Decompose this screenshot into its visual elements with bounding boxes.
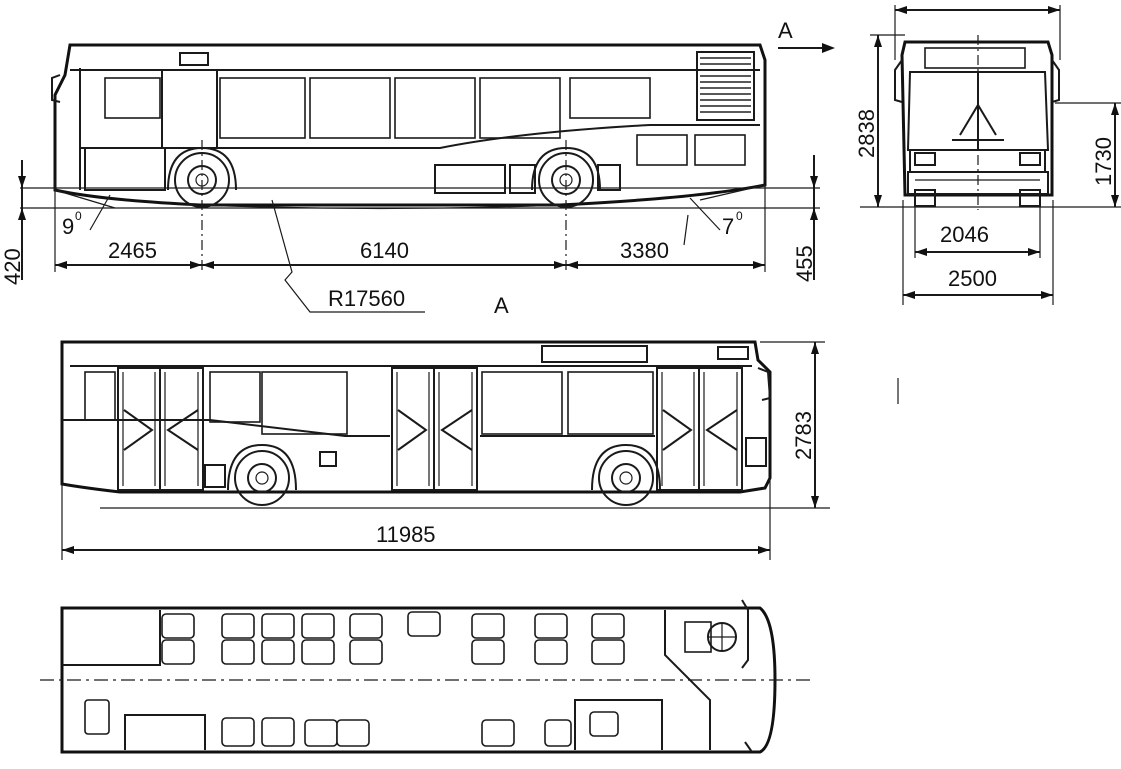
side-view-left [60, 340, 830, 560]
side-left-dims: 2783 11985 [62, 341, 825, 554]
dim-height-side: 2783 [791, 411, 816, 460]
side-view-right [20, 43, 820, 272]
engine-grille [696, 51, 755, 121]
angle-rear-value: 7 [722, 214, 734, 239]
angle-front-degree: 0 [75, 209, 82, 223]
angle-front: 9 0 [62, 194, 111, 239]
front-dims: 2838 1730 2046 2500 [854, 5, 1121, 305]
radius-leader: R17560 [271, 199, 425, 313]
dim-front-clearance: 420 [0, 248, 25, 285]
seats-bottom-row [84, 699, 619, 747]
clearance-front: 420 [0, 160, 26, 285]
dim-wheelbase: 6140 [360, 238, 409, 263]
dim-height-mid: 1730 [1091, 137, 1116, 186]
door-rear [656, 367, 743, 491]
dim-height-top: 2838 [854, 109, 879, 158]
angle-rear: 7 0 [683, 197, 743, 246]
section-arrow-label: A [778, 18, 793, 43]
dim-width-front: 2500 [948, 266, 997, 291]
section-arrow: A [778, 18, 835, 53]
rear-wheel-side [531, 146, 601, 208]
radius-label: R17560 [328, 286, 405, 311]
dim-rear-overhang: 3380 [620, 238, 669, 263]
front-view [860, 35, 1121, 210]
front-wheel-left [227, 443, 297, 506]
dimension-chain-top: 2465 6140 3380 [55, 238, 765, 269]
dim-length: 11985 [376, 522, 436, 547]
front-wheel-side [167, 146, 237, 208]
dim-track: 2046 [940, 222, 989, 247]
plan-view [40, 599, 810, 754]
rear-wheel-left [591, 443, 661, 506]
section-label: A [494, 293, 509, 318]
seats-top-row [161, 611, 625, 665]
door-middle [391, 367, 478, 491]
door-front [117, 367, 204, 491]
dim-front-overhang: 2465 [108, 238, 157, 263]
angle-front-value: 9 [62, 214, 74, 239]
dim-rear-clearance: 455 [792, 245, 817, 282]
angle-rear-degree: 0 [736, 209, 743, 223]
clearance-rear: 455 [792, 155, 818, 282]
